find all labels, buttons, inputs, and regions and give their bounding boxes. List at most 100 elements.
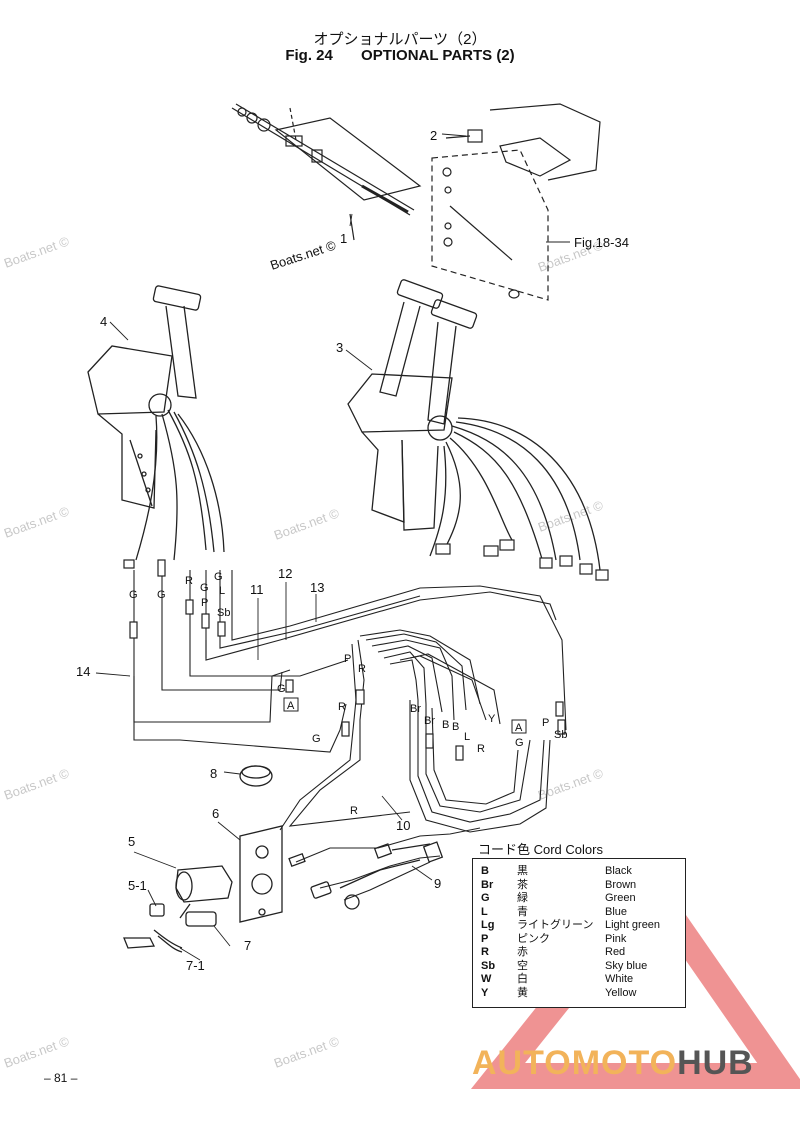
legend-color-name: Red: [605, 946, 626, 958]
wire-code-g: G: [312, 733, 321, 745]
legend-color-name: Pink: [605, 932, 627, 945]
switch-plate: [239, 825, 306, 923]
callout-7: 7: [244, 938, 251, 953]
callout-9: 9: [434, 876, 441, 891]
wire-code-sb: Sb: [554, 729, 567, 741]
legend-japanese: ピンク: [517, 932, 550, 945]
bracket-assembly: [231, 103, 422, 241]
legend-color-name: Yellow: [605, 986, 637, 999]
wire-code-r: R: [477, 743, 485, 755]
legend-japanese: 黒: [517, 865, 528, 877]
legend-row: Sb 空 Sky blue: [473, 960, 685, 973]
wire-code-b: B: [442, 719, 449, 731]
site-logo[interactable]: AUTOMOTOHUB: [472, 1044, 754, 1083]
page-number: – 81 –: [44, 1071, 78, 1085]
legend-color-name: Blue: [605, 905, 628, 918]
wire-code-r: R: [338, 701, 346, 713]
legend-row: B 黒 Black: [473, 865, 685, 878]
wire-code-p: P: [201, 597, 208, 609]
legend-row: Lg ライトグリーン Light green: [473, 919, 685, 932]
callout-5: 5: [128, 834, 135, 849]
wire-code-l: L: [464, 731, 470, 743]
wire-code-y: Y: [488, 713, 496, 725]
wire-code-sb: Sb: [217, 607, 230, 619]
legend-color-name: Sky blue: [605, 959, 648, 972]
legend-row: L 青 Blue: [473, 906, 685, 919]
legend-code: W: [481, 973, 492, 985]
legend-code: R: [481, 946, 489, 958]
single-lever-control: [87, 285, 225, 561]
wire-code-g: G: [200, 582, 209, 594]
callout-5-1: 5-1: [128, 878, 147, 893]
legend-row: W 白 White: [473, 973, 685, 986]
watermark-text: Boats.net ©: [272, 1033, 342, 1071]
figure-number: Fig. 24: [285, 47, 333, 64]
connectors: [123, 539, 609, 761]
wire-code-r: R: [358, 663, 366, 675]
wire-code-g: G: [214, 571, 223, 583]
legend-row: P ピンク Pink: [473, 933, 685, 946]
legend-color-name: Green: [605, 892, 636, 904]
legend-japanese: 緑: [517, 892, 528, 904]
key-switch: [123, 865, 233, 953]
callout-3: 3: [336, 340, 343, 355]
watermark-text: Boats.net ©: [2, 765, 72, 803]
callout-numbers: 1 2 3 4 5 5-1 6 7 7-1 8 9 10 11 12 13 14…: [76, 128, 629, 973]
watermark-text: Boats.net ©: [2, 233, 72, 271]
watermark-text: Boats.net ©: [2, 503, 72, 541]
legend-japanese: 空: [517, 959, 528, 972]
watermark-text: Boats.net ©: [2, 1033, 72, 1071]
wire-code-b: B: [452, 721, 459, 733]
legend-japanese: 赤: [517, 946, 528, 958]
watermark-text: Boats.net ©: [268, 237, 338, 272]
connector-a-label: A: [287, 700, 295, 712]
wire-code-br: Br: [410, 703, 421, 715]
connector-a-markers: A A: [283, 697, 527, 734]
figure-caption: OPTIONAL PARTS (2): [361, 47, 515, 64]
legend-code: B: [481, 865, 489, 877]
wire-code-p: P: [344, 653, 351, 665]
legend-code: L: [481, 905, 488, 918]
cord-color-legend: B 黒 Black Br 茶 Brown G 緑 Green L 青 Blue …: [472, 858, 686, 1008]
leader-lines: [95, 133, 570, 961]
legend-row: Br 茶 Brown: [473, 879, 685, 892]
legend-japanese: 青: [517, 905, 528, 918]
callout-1: 1: [340, 231, 347, 246]
title-japanese: オプショナルパーツ（2）: [313, 31, 487, 48]
callout-13: 13: [310, 580, 324, 595]
legend-color-name: Light green: [605, 919, 661, 931]
callout-11: 11: [250, 582, 264, 597]
legend-row: Y 黄 Yellow: [473, 987, 685, 1000]
legend-row: R 赤 Red: [473, 946, 685, 959]
legend-heading: コード色 Cord Colors: [478, 842, 603, 857]
legend-color-name: Black: [605, 865, 632, 877]
legend-japanese: 白: [517, 973, 528, 985]
legend-code: G: [481, 892, 490, 904]
callout-10: 10: [396, 818, 410, 833]
legend-code: Y: [481, 986, 489, 999]
connector-a-label: A: [515, 722, 523, 734]
wire-code-g: G: [277, 683, 286, 695]
wire-code-p: P: [542, 717, 549, 729]
wire-code-l: L: [219, 585, 225, 597]
legend-code: Lg: [481, 919, 495, 931]
callout-4: 4: [100, 314, 107, 329]
harness-plugs: [310, 841, 444, 910]
legend-japanese: 黄: [517, 986, 528, 999]
callout-8: 8: [210, 766, 217, 781]
engine-switch-area: [431, 103, 601, 301]
wire-code-g: G: [129, 589, 138, 601]
callout-2: 2: [430, 128, 437, 143]
legend-color-name: White: [605, 973, 634, 985]
wire-code-r: R: [350, 805, 358, 817]
legend-color-name: Brown: [605, 878, 637, 891]
wiring-harness: [133, 570, 567, 901]
callout-6: 6: [212, 806, 219, 821]
wire-code-br: Br: [424, 715, 435, 727]
wire-code-g: G: [157, 589, 166, 601]
legend-japanese: 茶: [517, 878, 528, 891]
callout-7-1: 7-1: [186, 958, 205, 973]
dual-lever-control: [347, 279, 601, 571]
legend-code: P: [481, 932, 489, 945]
watermark-text: Boats.net ©: [272, 505, 342, 543]
